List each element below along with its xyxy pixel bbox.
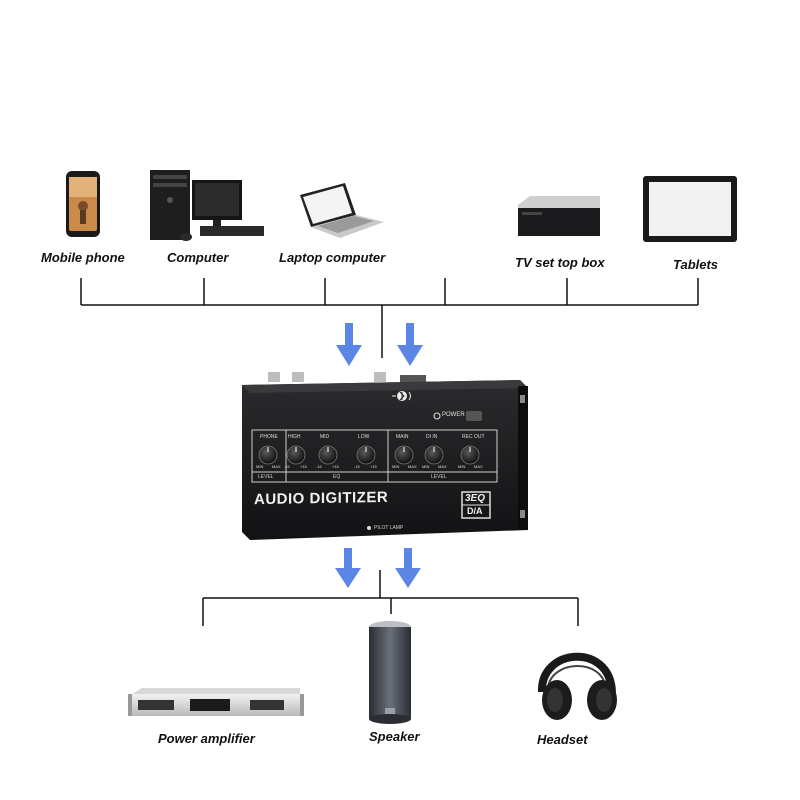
knob-label: MAIN — [396, 434, 409, 440]
tablet-icon — [643, 176, 737, 242]
knob-label: LOW — [358, 434, 370, 440]
knob-max-label: MAX — [272, 464, 281, 469]
group-label-level-right: LEVEL — [431, 474, 447, 480]
group-label-level-left: LEVEL — [258, 474, 274, 480]
knob-min-label: -15 — [354, 464, 360, 469]
group-label-eq: EQ — [333, 474, 341, 480]
output-arrow-right — [395, 548, 421, 588]
power-label: POWER — [442, 412, 465, 418]
knob-min-label: -15 — [284, 464, 290, 469]
label-mobile-phone: Mobile phone — [41, 250, 125, 265]
input-arrow-right — [397, 323, 423, 366]
label-tv-set-top-box: TV set top box — [515, 255, 605, 270]
knob-min-label: MIN — [458, 464, 466, 469]
bluetooth-icon — [392, 391, 411, 401]
knob-label: REC OUT — [462, 434, 485, 440]
knob-min-label: -15 — [316, 464, 322, 469]
knob-di-in — [424, 445, 444, 465]
speaker-icon — [369, 621, 411, 724]
knob-group — [258, 445, 480, 465]
output-connector-lines — [202, 570, 579, 626]
knob-max-label: +15 — [332, 464, 339, 469]
knob-label: MID — [320, 434, 330, 440]
knob-max-label: +15 — [370, 464, 377, 469]
knob-label: HIGH — [288, 434, 301, 440]
knob-min-label: MIN — [392, 464, 400, 469]
input-connector-lines — [80, 278, 699, 358]
device-badge-bottom: D/A — [467, 506, 483, 516]
audio-digitizer-device — [242, 372, 528, 540]
knob-max-label: +15 — [300, 464, 307, 469]
knob-max-label: MAX — [408, 464, 417, 469]
label-laptop-computer: Laptop computer — [279, 250, 386, 265]
knob-high — [286, 445, 306, 465]
computer-icon — [150, 170, 264, 241]
knob-max-label: MAX — [474, 464, 483, 469]
knob-mid — [318, 445, 338, 465]
label-computer: Computer — [167, 250, 229, 265]
power-amplifier-icon — [128, 688, 304, 716]
mobile-phone-icon — [66, 171, 100, 237]
label-speaker: Speaker — [369, 729, 420, 744]
input-arrow-left — [336, 323, 362, 366]
headset-icon — [537, 652, 617, 720]
device-badge-top: 3EQ — [465, 493, 486, 504]
device-title: AUDIO DIGITIZER — [254, 488, 389, 509]
tv-set-top-box-icon — [518, 196, 600, 236]
label-power-amplifier: Power amplifier — [158, 731, 255, 746]
label-headset: Headset — [537, 732, 588, 747]
knob-label: PHONE — [260, 434, 278, 440]
laptop-icon — [300, 183, 384, 238]
knob-rec-out — [460, 445, 480, 465]
label-tablets: Tablets — [673, 257, 719, 272]
knob-min-label: MIN — [256, 464, 264, 469]
knob-min-label: MIN — [422, 464, 430, 469]
pilot-lamp-label: PILOT LAMP — [374, 525, 404, 531]
knob-label: DI IN — [426, 434, 438, 440]
output-arrow-left — [335, 548, 361, 588]
knob-main — [394, 445, 414, 465]
knob-max-label: MAX — [438, 464, 447, 469]
knob-phone — [258, 445, 278, 465]
knob-low — [356, 445, 376, 465]
